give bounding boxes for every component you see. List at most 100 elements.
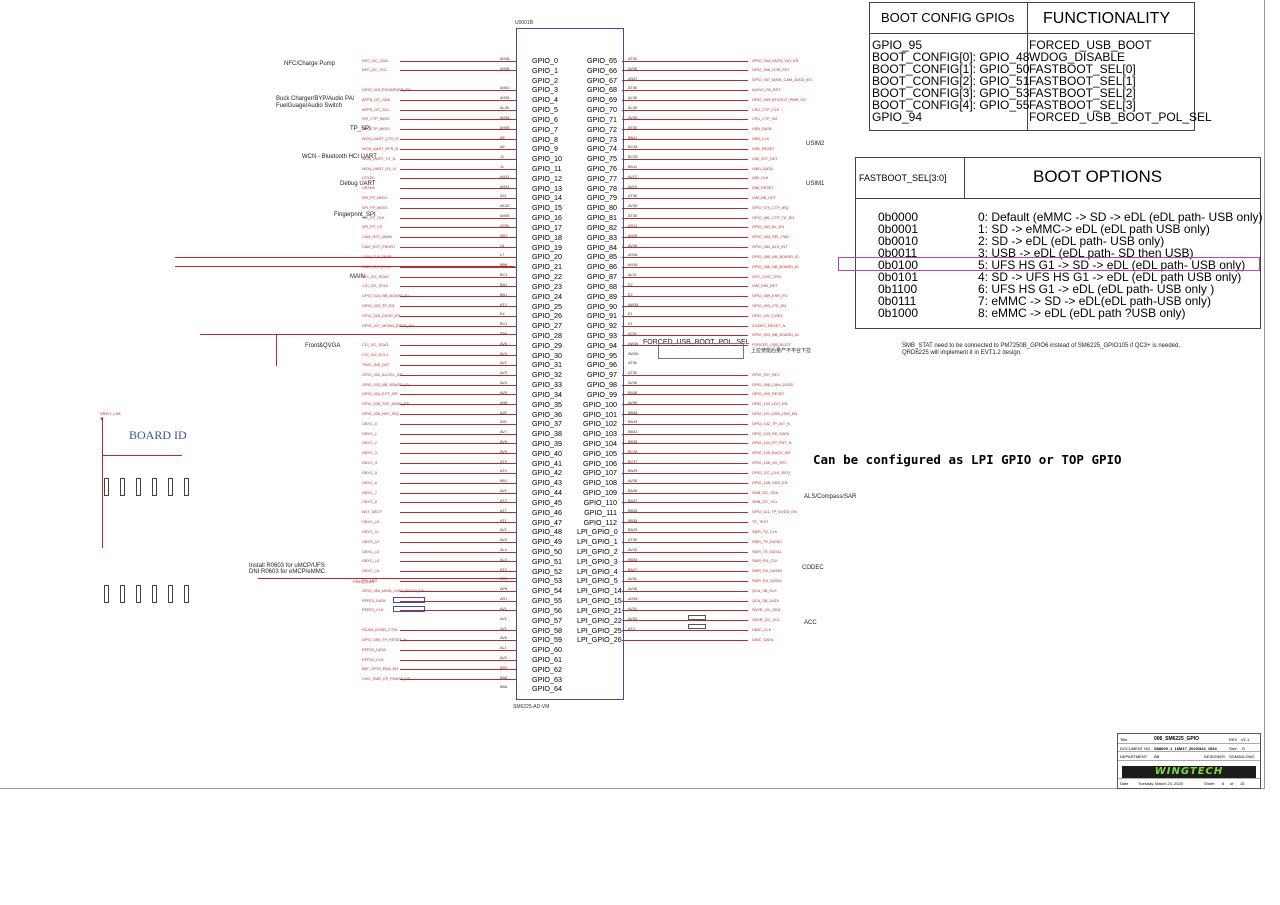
ball-id: AE [500,135,506,140]
gpio-pin-right: GPIO_91 [587,311,617,321]
ball-id: AV1 [500,528,507,533]
gpio-pin-right: LPI_GPIO_26 [577,635,622,645]
net-wire [622,384,748,386]
boot-option-code: 0b0011 [878,246,918,260]
net-label: GPIO_032_ACCEL_INT [362,372,403,377]
label-fp: Fingerprint_SPI [334,212,376,218]
net-wire [622,423,748,425]
gpio-pin-right: GPIO_86 [587,262,617,272]
net-label: SPI_FP_CLK [362,215,385,220]
ball-id: BB6 [500,331,508,336]
resistor [168,585,173,603]
gpio-pin-right: GPIO_92 [587,321,617,331]
cam-clk-bkup-wire [200,334,516,335]
net-label: UIM_2ST_DET [752,156,778,161]
net-wire [400,217,516,219]
gpio-pin-left: GPIO_26 [532,311,562,321]
ball-id: AV8 [500,439,507,444]
net-wire [400,512,516,514]
net-wire [400,679,516,681]
ball-id: AT2 [500,567,507,572]
sheet-label: Sheet [1204,781,1215,786]
resistor [152,478,157,496]
net-wire [622,463,748,465]
dept-label: DEPARTMENT [1120,754,1148,759]
gpio-pin-left: GPIO_63 [532,674,562,684]
gpio-pin-left: GPIO_17 [532,222,562,232]
gpio-pin-left: GPIO_46 [532,507,562,517]
net-wire [400,197,516,199]
net-wire [622,148,748,150]
net-wire [400,472,516,474]
ball-id: AV35 [628,204,638,209]
net-wire [400,355,516,357]
ball-id: L6 [500,243,505,248]
ball-id: AH36 [500,66,510,71]
net-label: SNSR_I2C_SCL [752,618,781,623]
net-wire [622,237,748,239]
net-label: GBYC_14 [362,559,380,564]
rail-arrow-icon: ▼ [99,417,105,423]
gpio-pin-right: GPIO_100 [583,399,617,409]
label-debug: Debug UART [340,181,376,187]
boot-option-code: 0b0001 [878,222,919,236]
net-label: GPIO_034_ECT_INT [362,392,398,397]
net-wire [400,119,516,121]
gpio-pin-right: GPIO_89 [587,291,617,301]
gpio-pin-left: GPIO_54 [532,586,562,596]
boot-config-gpio: BOOT_CONFIG[4]: GPIO_55 [872,98,1030,112]
net-label: GBYC_11 [362,529,379,534]
net-wire [622,630,748,632]
label-main: MAIN [350,274,365,280]
gpio-pin-right: GPIO_84 [587,242,617,252]
resistor [104,585,109,603]
net-label: DMIC_DATA [752,637,774,642]
ball-id: AV4 [500,381,507,386]
boot-option-desc: 2: SD -> eDL (eDL path- USB only) [978,234,1165,248]
net-label: SWR_RX_DATA0 [752,569,783,574]
net-wire [622,129,748,131]
gpio-pin-left: GPIO_19 [532,242,562,252]
net-label: GBYC_10 [362,520,380,525]
boot-config-gpio: GPIO_94 [872,110,923,124]
net-label: GPIO_089_ERR_FG [752,294,788,299]
ball-id: BA1 [500,292,508,297]
net-wire [622,472,748,474]
ball-id: AT7 [500,508,507,513]
label-tp-spi: TP_SPI [350,126,371,132]
ball-id: AR11 [628,223,638,228]
gpio-pin-right: GPIO_97 [587,370,617,380]
net-wire [622,286,748,288]
boot-config-header-gpio: BOOT CONFIG GPIOs [881,10,1015,25]
gpio-pin-right: GPIO_106 [583,458,617,468]
ball-id: AB1 [500,233,508,238]
ball-id: AT1 [500,518,507,523]
ball-id: AT36 [628,361,637,366]
net-label: GBYC_2 [362,441,377,446]
net-label: SWR_RX_DATA1 [752,578,783,583]
ball-id: AV35 [628,115,638,120]
gpio-pin-right: GPIO_82 [587,222,617,232]
gpio-pin-right: GPIO_105 [583,448,617,458]
boot-config-function: FASTBOOT_SEL[3] [1029,98,1136,112]
label-usim1: USIM1 [806,181,825,187]
net-label: UIM_BB_DET [752,195,776,200]
net-wire [622,178,748,180]
ball-id: BB1 [500,479,508,484]
ball-id: BC36 [628,449,638,454]
gpio-pin-left: GPIO_28 [532,330,562,340]
boot-option-code: 0b0101 [878,270,919,284]
ball-id: L7 [500,253,505,258]
gpio-pin-left: GPIO_51 [532,556,562,566]
gpio-pin-left: GPIO_50 [532,547,562,556]
net-label: GBYC_6 [362,480,377,485]
label-forced-pol: FORCED_USB_BOOT_POL_SEL [643,339,750,346]
net-label: GPIO_104_FP_RST_N [752,441,792,446]
sheet-of: of [1230,781,1234,786]
gpio-pin-left: GPIO_36 [532,409,562,419]
ball-id: AV7 [500,430,507,435]
net-label: QCA_SB_DATA [752,598,780,603]
net-wire [622,453,748,455]
net-label: GPIO_069_BTVOUT_PWR_EN [752,97,806,102]
gpio-pin-left: GPIO_1 [532,65,558,75]
